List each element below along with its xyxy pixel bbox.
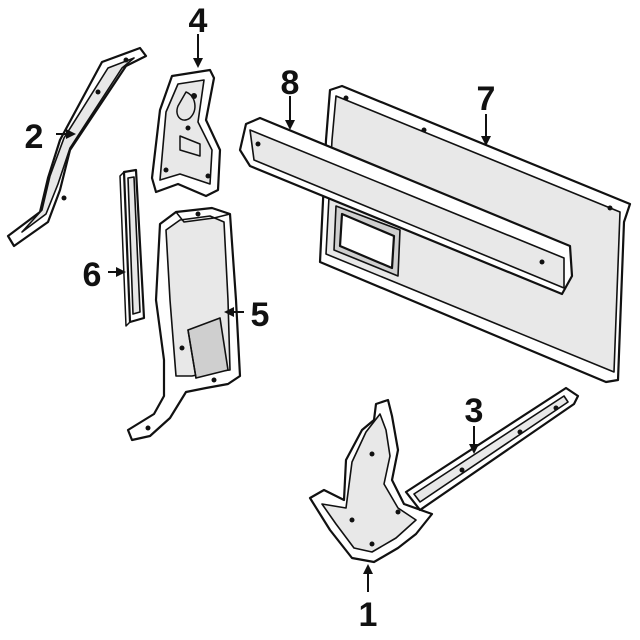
part-6-seal-strip bbox=[119, 168, 146, 327]
callout-6: 6 bbox=[83, 256, 102, 294]
part-4-upper-pillar-trim bbox=[150, 68, 222, 198]
callout-7: 7 bbox=[477, 80, 496, 118]
part-3-sill-plate bbox=[404, 386, 580, 512]
callout-5: 5 bbox=[251, 296, 270, 334]
part-5-lower-pillar-trim bbox=[126, 206, 242, 442]
part-8-header-bar bbox=[238, 116, 574, 296]
callout-3: 3 bbox=[465, 392, 484, 430]
part-2-pillar-trim bbox=[6, 46, 148, 248]
callout-8: 8 bbox=[281, 64, 300, 102]
part-1-lower-trim-panel bbox=[308, 398, 434, 564]
callout-1: 1 bbox=[359, 596, 378, 634]
callout-2: 2 bbox=[25, 118, 44, 156]
leader-lines bbox=[56, 34, 491, 592]
callout-4: 4 bbox=[189, 2, 208, 40]
callout-labels: 1 2 3 4 5 6 7 8 bbox=[25, 2, 496, 634]
